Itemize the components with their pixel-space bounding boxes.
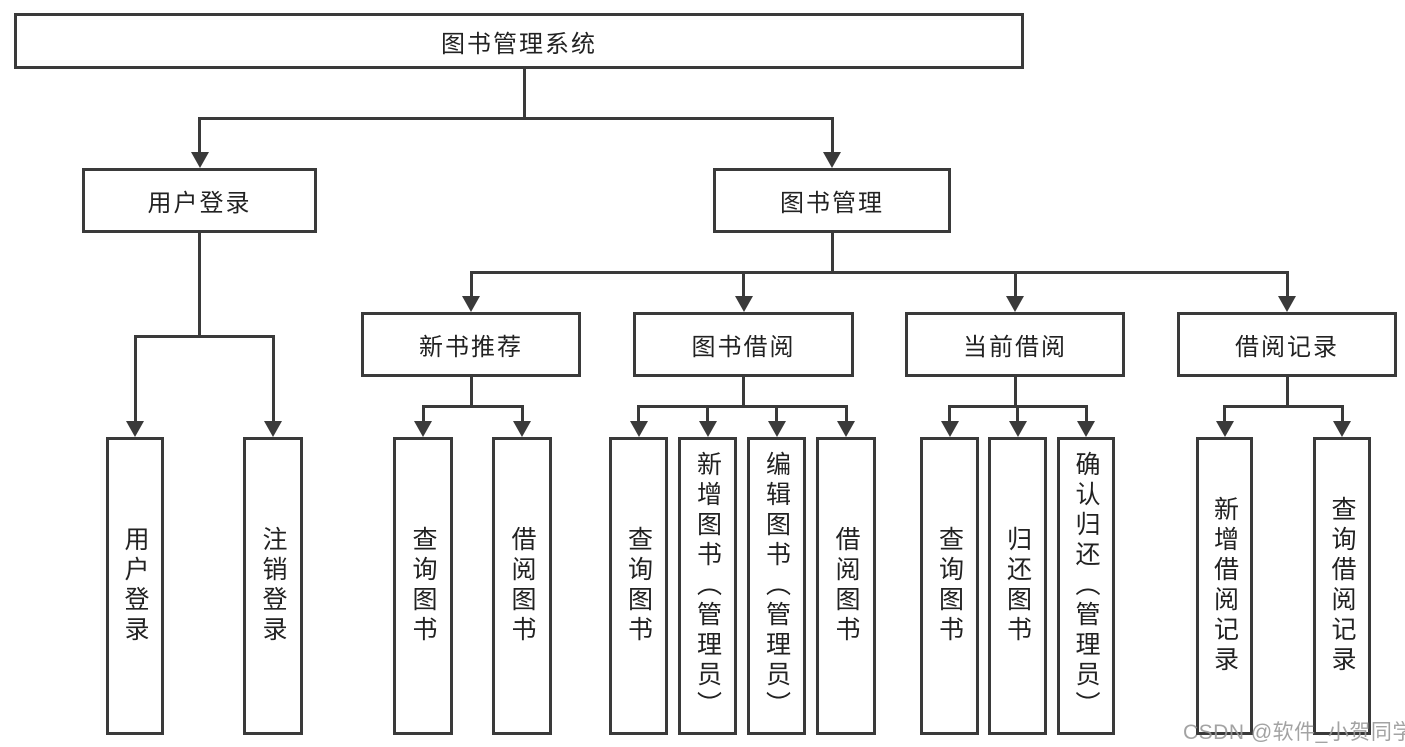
node-current-borrowing: 当前借阅	[905, 312, 1125, 377]
connector-user-login-stem	[198, 233, 201, 337]
leaf-borrow-books-recommend: 借阅图书	[492, 437, 552, 735]
leaf-user-login: 用户登录	[106, 437, 164, 735]
connector-user-login-rail	[133, 334, 275, 338]
connector-current-stem	[1013, 377, 1017, 407]
leaf-query-books-current: 查询图书	[920, 437, 979, 735]
leaf-edit-books-admin-label: 编辑图书（管理员）	[762, 451, 791, 721]
leaf-add-books-admin-label: 新增图书（管理员）	[693, 451, 722, 721]
node-user-login-label: 用户登录	[147, 190, 252, 217]
node-book-borrowing-label: 图书借阅	[691, 334, 796, 361]
node-user-login: 用户登录	[82, 168, 317, 233]
leaf-logout: 注销登录	[243, 437, 303, 735]
leaf-add-books-admin: 新增图书（管理员）	[678, 437, 737, 735]
arrow-to-edit-books-admin	[775, 406, 778, 421]
connector-recommend-rail	[421, 404, 524, 408]
arrow-to-current-borrowing	[1013, 272, 1017, 296]
leaf-logout-label: 注销登录	[259, 526, 287, 646]
node-book-management: 图书管理	[713, 168, 951, 233]
node-current-borrowing-label: 当前借阅	[963, 334, 1067, 361]
arrow-to-leaf-logout	[271, 336, 275, 421]
arrow-to-book-borrowing	[742, 272, 745, 296]
node-book-borrowing: 图书借阅	[633, 312, 854, 377]
node-library-system: 图书管理系统	[14, 13, 1024, 69]
leaf-borrow-books-borrowing-label: 借阅图书	[832, 526, 860, 646]
connector-records-stem	[1285, 377, 1289, 407]
arrow-to-query-books-borrowing	[637, 406, 640, 421]
leaf-edit-books-admin: 编辑图书（管理员）	[747, 437, 806, 735]
connector-borrowing-stem	[742, 377, 745, 407]
connector-book-management-stem	[830, 233, 834, 273]
leaf-confirm-return-admin: 确认归还（管理员）	[1057, 437, 1115, 735]
connector-level3-rail	[469, 270, 1289, 274]
leaf-borrow-books-recommend-label: 借阅图书	[508, 526, 536, 646]
leaf-query-books-recommend-label: 查询图书	[409, 526, 437, 646]
node-book-management-label: 图书管理	[780, 190, 884, 217]
leaf-query-borrow-record-label: 查询借阅记录	[1328, 496, 1356, 676]
arrow-to-borrow-books-recommend	[520, 406, 524, 421]
leaf-user-login-label: 用户登录	[121, 526, 149, 646]
arrow-to-user-login	[198, 118, 201, 152]
node-new-book-recommendation-label: 新书推荐	[419, 334, 523, 361]
arrow-to-add-borrow-record	[1223, 406, 1226, 421]
arrow-to-book-management	[830, 118, 834, 152]
leaf-confirm-return-admin-label: 确认归还（管理员）	[1072, 451, 1100, 721]
node-library-system-label: 图书管理系统	[441, 30, 597, 58]
leaf-query-books-current-label: 查询图书	[935, 526, 964, 646]
leaf-query-borrow-record: 查询借阅记录	[1313, 437, 1371, 735]
connector-level2-rail	[198, 116, 834, 120]
connector-borrowing-rail	[637, 404, 848, 408]
arrow-to-borrowing-records	[1285, 272, 1289, 296]
leaf-borrow-books-borrowing: 借阅图书	[816, 437, 876, 735]
arrow-to-query-books-recommend	[421, 406, 425, 421]
arrow-to-query-books-current	[948, 406, 951, 421]
arrow-to-leaf-user-login	[133, 336, 137, 421]
leaf-query-books-borrowing-label: 查询图书	[624, 526, 653, 646]
leaf-add-borrow-record: 新增借阅记录	[1196, 437, 1253, 735]
arrow-to-new-book-recommendation	[469, 272, 473, 296]
leaf-return-books: 归还图书	[988, 437, 1047, 735]
connector-root-stem	[522, 68, 526, 118]
leaf-query-books-recommend: 查询图书	[393, 437, 453, 735]
connector-recommend-stem	[469, 377, 473, 407]
arrow-to-borrow-books-borrowing	[844, 406, 848, 421]
node-borrowing-records-label: 借阅记录	[1235, 334, 1339, 361]
arrow-to-confirm-return-admin	[1084, 406, 1088, 421]
node-new-book-recommendation: 新书推荐	[361, 312, 581, 377]
arrow-to-add-books-admin	[706, 406, 709, 421]
leaf-query-books-borrowing: 查询图书	[609, 437, 668, 735]
node-borrowing-records: 借阅记录	[1177, 312, 1397, 377]
arrow-to-query-borrow-record	[1340, 406, 1344, 421]
connector-records-rail	[1223, 404, 1344, 408]
leaf-add-borrow-record-label: 新增借阅记录	[1210, 496, 1239, 676]
arrow-to-return-books	[1016, 406, 1019, 421]
watermark-text: CSDN @软件_小贺同学	[1183, 721, 1405, 744]
leaf-return-books-label: 归还图书	[1003, 526, 1032, 646]
